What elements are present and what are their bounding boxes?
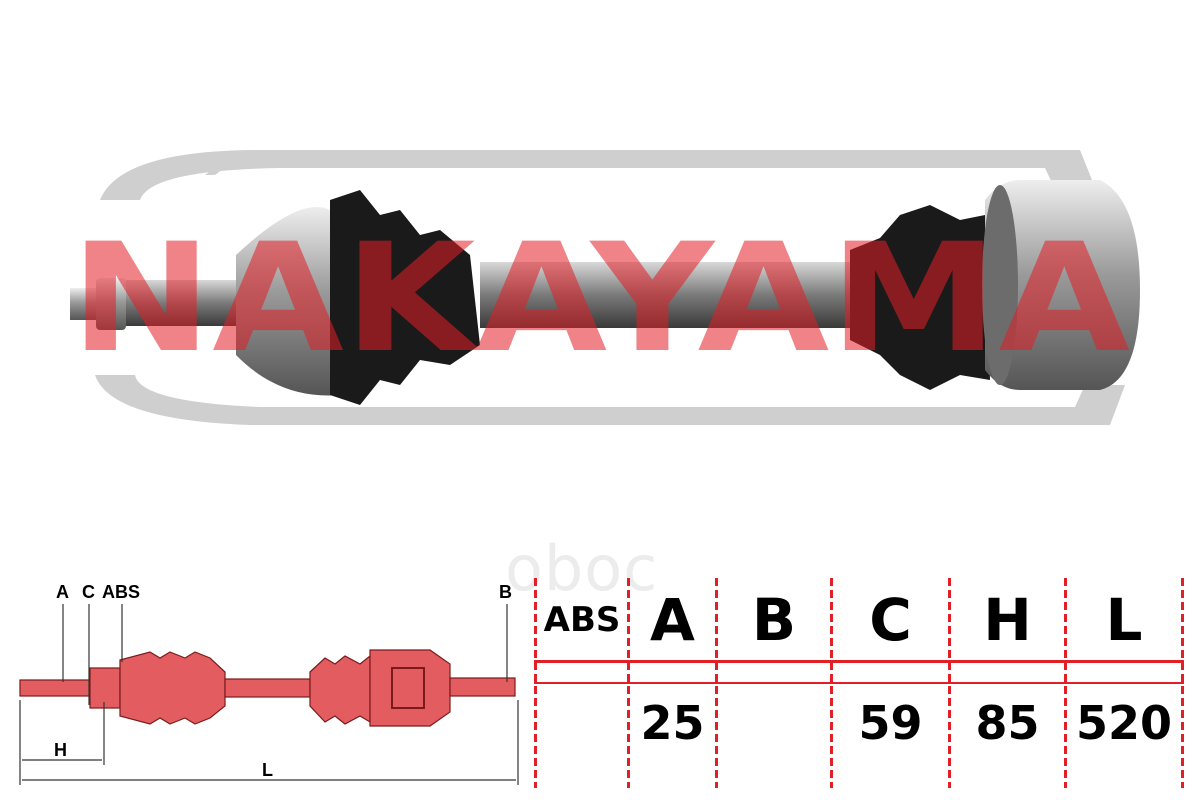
header-c: C: [869, 586, 912, 654]
table-divider: [627, 578, 630, 788]
table-mid-rule: [534, 682, 1184, 684]
table-divider: [715, 578, 718, 788]
table-divider: [1181, 578, 1184, 788]
label-l: L: [262, 760, 273, 780]
header-b: B: [751, 586, 797, 654]
label-b: B: [499, 582, 512, 602]
header-abs: ABS: [543, 600, 621, 640]
label-abs: ABS: [102, 582, 140, 602]
watermark-site: oboc: [505, 532, 659, 605]
diagram-shaft: [19, 649, 516, 727]
header-a: A: [650, 586, 695, 654]
drive-shaft-photo: [70, 180, 1140, 405]
header-h: H: [983, 586, 1032, 654]
watermark-swoosh: [95, 150, 1125, 425]
product-photo: NAKAYAMA: [70, 150, 1140, 425]
label-a: A: [56, 582, 69, 602]
table-header-rule: [534, 660, 1184, 663]
dimension-lines: [19, 604, 519, 785]
table-divider: [830, 578, 833, 788]
label-c: C: [82, 582, 95, 602]
value-b: [718, 683, 830, 763]
header-l: L: [1105, 586, 1143, 654]
value-abs: [537, 683, 627, 763]
spec-table: ABS A B C H L 25 59 85 520: [534, 578, 1184, 788]
brand-watermark: NAKAYAMA: [70, 212, 1130, 386]
value-a: 25: [640, 696, 705, 750]
svg-text:NAKAYAMA: NAKAYAMA: [70, 212, 1130, 386]
label-h: H: [54, 740, 67, 760]
value-h: 85: [975, 696, 1040, 750]
value-c: 59: [858, 696, 923, 750]
table-divider: [1064, 578, 1067, 788]
table-divider: [948, 578, 951, 788]
value-l: 520: [1075, 696, 1173, 750]
table-divider: [534, 578, 537, 788]
technical-diagram: A C ABS B H L: [19, 582, 519, 785]
